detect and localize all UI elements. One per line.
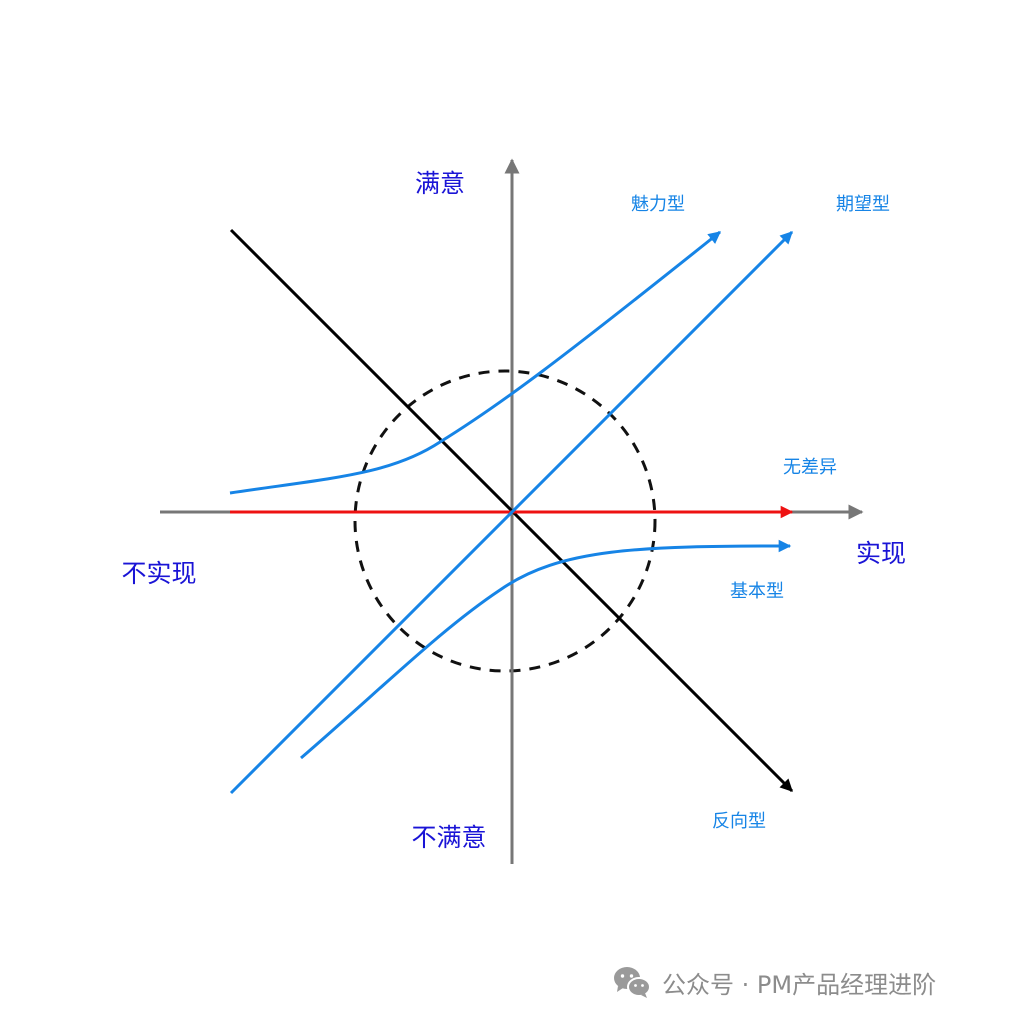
y-positive-label: 满意 (415, 169, 465, 198)
y-negative-label: 不满意 (411, 823, 486, 852)
x-positive-label: 实现 (856, 539, 906, 568)
x-negative-label: 不实现 (121, 559, 196, 588)
performance-line (229, 230, 794, 795)
attractive-curve (229, 230, 721, 495)
watermark-text: 公众号 · PM产品经理进阶 (662, 970, 937, 999)
must-be-curve (300, 539, 792, 760)
performance-label: 期望型 (836, 194, 890, 215)
must-be-label: 基本型 (730, 581, 784, 602)
reverse-label: 反向型 (712, 811, 766, 832)
attractive-label: 魅力型 (631, 194, 685, 215)
indifferent-label: 无差异 (783, 457, 837, 478)
wechat-icon (614, 967, 651, 998)
watermark: 公众号 · PM产品经理进阶 (612, 962, 936, 1002)
indifference-zone-circle (353, 369, 657, 673)
